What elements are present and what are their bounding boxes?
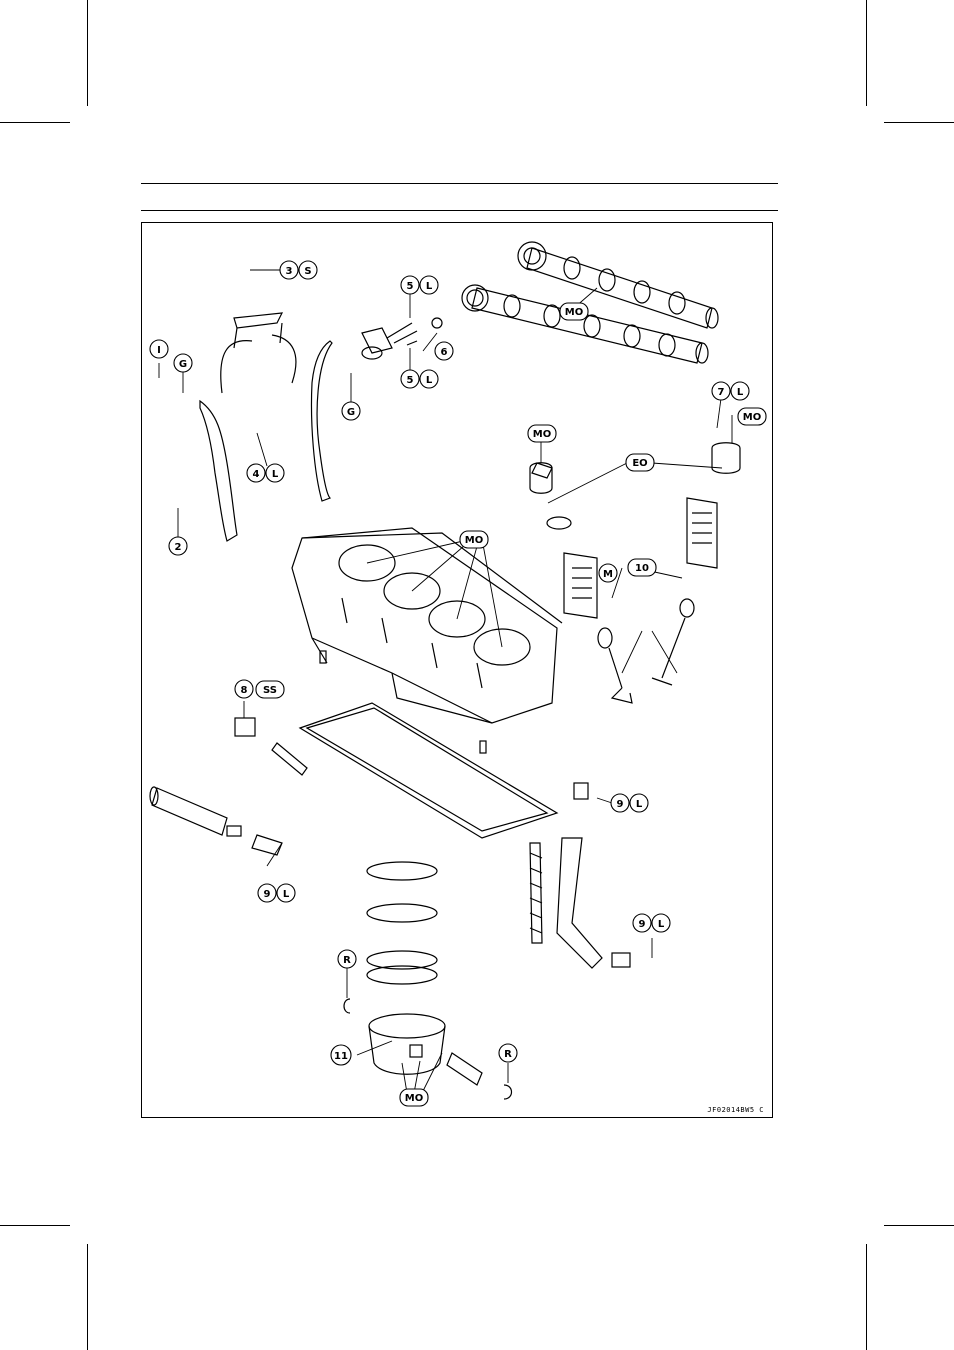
callout-9a-text: 9 <box>617 799 624 810</box>
callout-11-text: 11 <box>334 1051 348 1062</box>
cylinder-head <box>292 528 562 723</box>
callout-5al-text: L <box>426 281 433 292</box>
callout-r2-text: R <box>504 1049 512 1060</box>
callout-g2-text: G <box>347 407 355 418</box>
exploded-view-drawing: 3 S 5 L 6 5 L I G G 4 L 2 7 L M 8 9 L 9 … <box>142 223 774 1119</box>
callout-2-text: 2 <box>175 542 182 553</box>
callout-m-text: M <box>603 569 613 580</box>
callout-mo-tappet-l-text: MO <box>533 429 551 440</box>
callout-6-text: 6 <box>441 347 448 358</box>
callout-5bl-text: L <box>426 375 433 386</box>
callout-g1-text: G <box>179 359 187 370</box>
valve-tappet <box>712 443 740 474</box>
crop-mark <box>884 122 954 123</box>
crop-mark <box>87 1244 88 1350</box>
piston-ring-top <box>367 862 437 880</box>
callout-1-text: I <box>157 345 161 356</box>
piston <box>369 1014 482 1085</box>
chain-guide-top <box>221 313 296 393</box>
callout-3-text: 3 <box>286 266 293 277</box>
dowel-pin <box>480 741 486 753</box>
water-hose-left <box>150 787 282 855</box>
crop-mark <box>0 122 70 123</box>
camshaft-exhaust <box>518 242 718 328</box>
callout-9al-text: L <box>636 799 643 810</box>
callout-9b-text: 9 <box>264 889 271 900</box>
crop-mark <box>866 0 867 106</box>
callout-4l-text: L <box>272 469 279 480</box>
chain-tensioner <box>362 318 442 359</box>
callout-r1-text: R <box>343 955 351 966</box>
callout-7l-text: L <box>737 387 744 398</box>
header-rule-bottom <box>141 210 778 211</box>
chain-guide-rear <box>311 341 332 501</box>
callout-5a-text: 5 <box>407 281 414 292</box>
callout-mo-head-text: MO <box>465 535 483 546</box>
small-hose <box>235 718 307 775</box>
callout-5b-text: 5 <box>407 375 414 386</box>
callout-mo-piston-text: MO <box>405 1093 423 1104</box>
crop-mark <box>884 1225 954 1226</box>
callout-eo-text: EO <box>632 458 647 469</box>
header-rule-top <box>141 183 778 184</box>
callout-9bl-text: L <box>283 889 290 900</box>
callout-10-text: 10 <box>635 563 649 574</box>
piston-ring-second <box>367 904 437 922</box>
callout-8-text: 8 <box>241 685 248 696</box>
crop-mark <box>0 1225 70 1226</box>
oil-pipe <box>530 843 542 943</box>
callout-mo-cam-text: MO <box>565 307 583 318</box>
callout-8ss-text: SS <box>263 685 277 696</box>
snap-ring <box>344 999 350 1013</box>
exploded-view-figure: 3 S 5 L 6 5 L I G G 4 L 2 7 L M 8 9 L 9 … <box>141 222 773 1118</box>
chain-guide-front <box>200 401 237 541</box>
crop-mark <box>87 0 88 106</box>
callout-9c-text: 9 <box>639 919 646 930</box>
callout-7-text: 7 <box>718 387 725 398</box>
snap-ring <box>504 1085 512 1099</box>
callout-4-text: 4 <box>253 469 260 480</box>
figure-reference-code: JF02014BW5 C <box>707 1106 764 1114</box>
head-gasket <box>300 703 557 838</box>
callout-9cl-text: L <box>658 919 665 930</box>
callout-3s-text: S <box>304 266 311 277</box>
callout-mo-tappet-r-text: MO <box>743 412 761 423</box>
crop-mark <box>866 1244 867 1350</box>
